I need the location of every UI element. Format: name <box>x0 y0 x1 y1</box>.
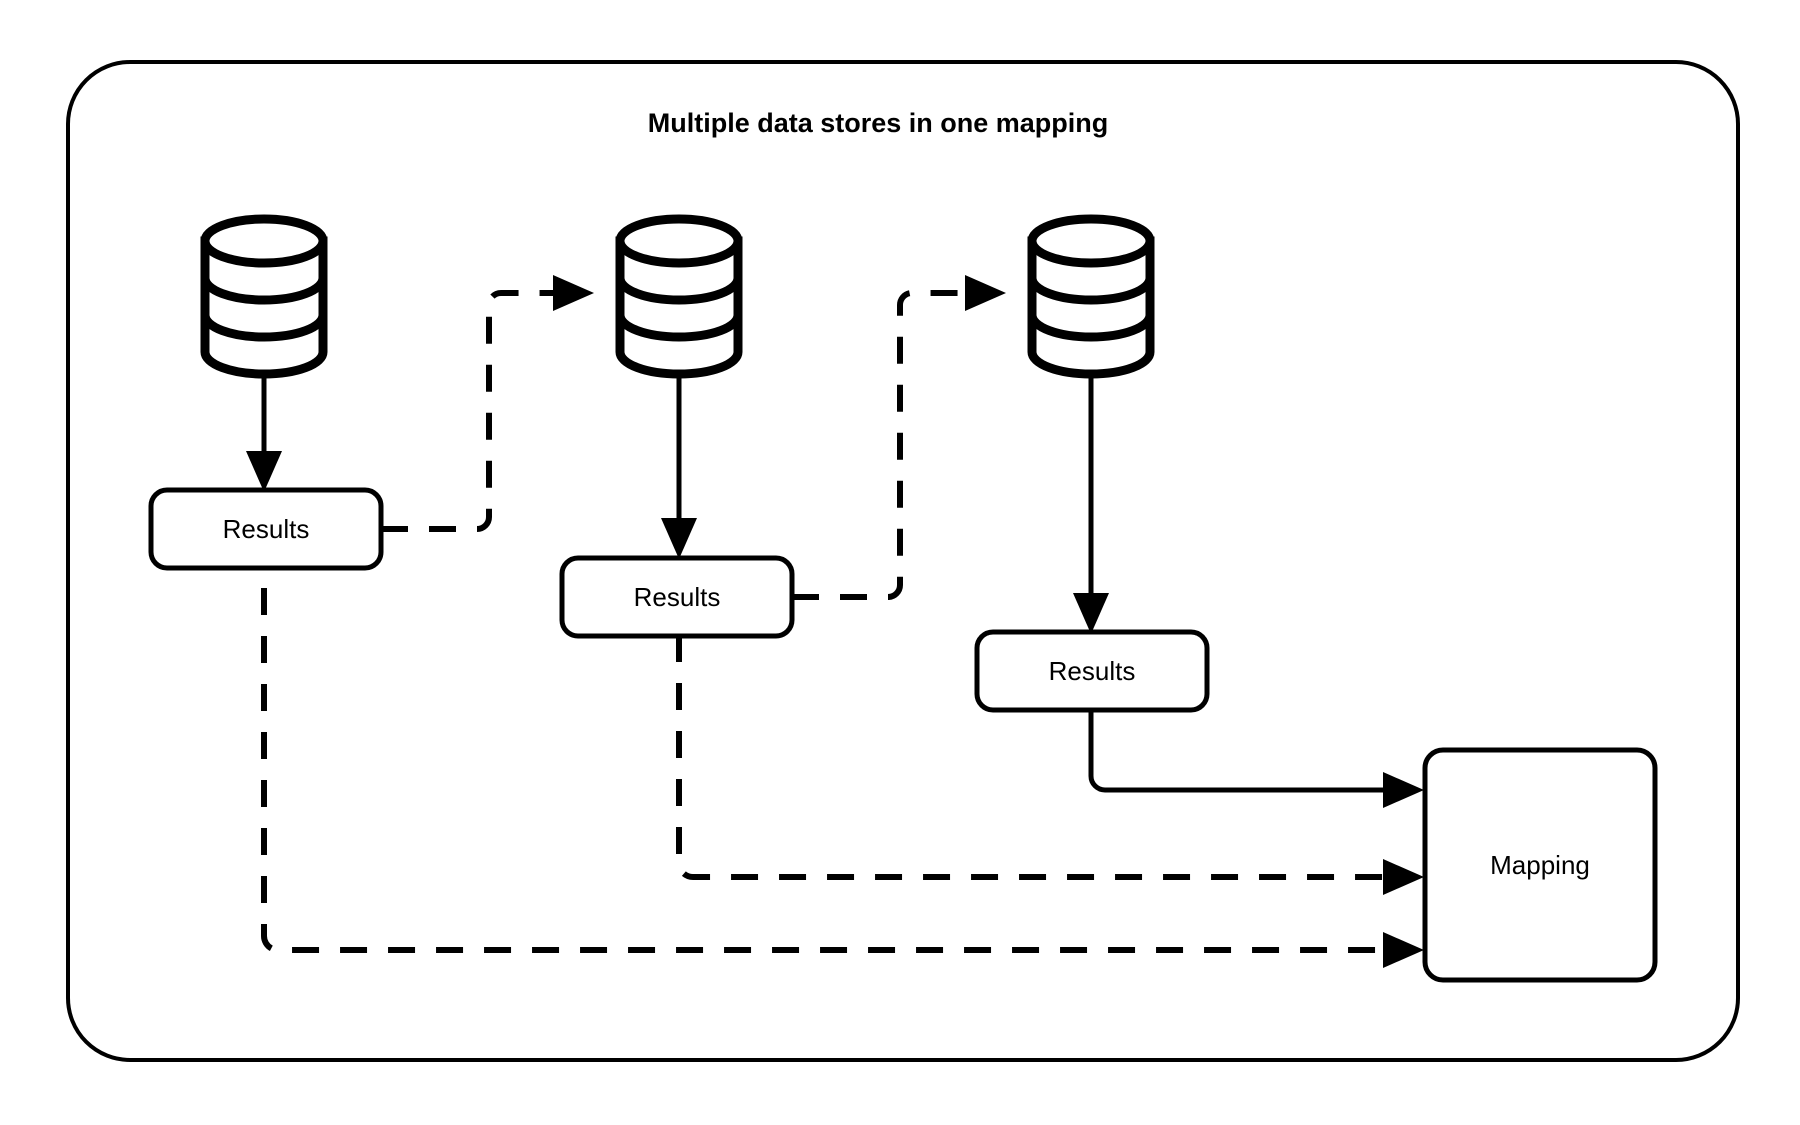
edge-datastore2-results2 <box>661 374 697 559</box>
outer-container <box>66 60 1740 1062</box>
edge-results1-mapping <box>261 492 1424 968</box>
arrow-head-icon <box>1383 932 1424 968</box>
edge-results2-mapping <box>676 635 1424 895</box>
results-box-3-label: Results <box>1049 656 1136 686</box>
results-box-2-label: Results <box>634 582 721 612</box>
arrow-head-icon <box>1383 772 1424 808</box>
datastore-2[interactable] <box>615 214 743 379</box>
database-cylinder-icon <box>200 214 328 379</box>
results-box-1[interactable]: Results <box>148 487 384 571</box>
arrow-head-icon <box>246 451 282 492</box>
edge-results1-datastore2 <box>381 275 594 532</box>
datastore-1[interactable] <box>200 214 328 379</box>
edge-results2-datastore3 <box>792 275 1006 600</box>
edge-results3-mapping <box>1088 710 1424 808</box>
datastore-3[interactable] <box>1027 214 1155 379</box>
arrow-head-icon <box>553 275 594 311</box>
results-box-1-label: Results <box>223 514 310 544</box>
mapping-box-label: Mapping <box>1490 850 1590 880</box>
arrow-head-icon <box>1383 859 1424 895</box>
results-box-2[interactable]: Results <box>559 555 795 639</box>
database-cylinder-icon <box>615 214 743 379</box>
arrow-head-icon <box>965 275 1006 311</box>
page-title: Multiple data stores in one mapping <box>648 108 1109 138</box>
mapping-box[interactable]: Mapping <box>1422 747 1658 983</box>
database-cylinder-icon <box>1027 214 1155 379</box>
arrow-head-icon <box>661 518 697 559</box>
edge-datastore3-results3 <box>1073 374 1109 634</box>
results-box-3[interactable]: Results <box>974 629 1210 713</box>
arrow-head-icon <box>1073 593 1109 634</box>
edge-datastore1-results1 <box>246 374 282 492</box>
